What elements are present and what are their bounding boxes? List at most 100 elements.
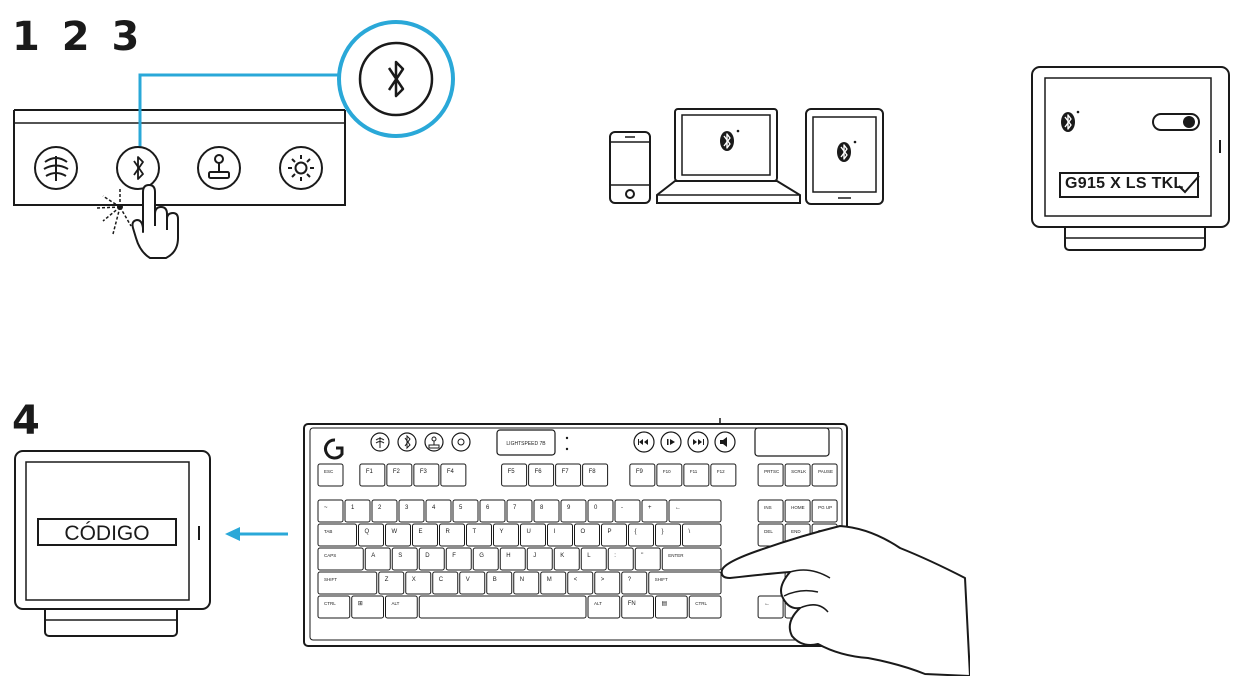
- bluetooth-toggle[interactable]: [1152, 113, 1200, 131]
- key-6[interactable]: [479, 499, 506, 523]
- key-1[interactable]: [344, 499, 371, 523]
- key-e[interactable]: [412, 523, 438, 547]
- bluetooth-button[interactable]: [116, 146, 160, 190]
- key-esc[interactable]: [317, 463, 344, 487]
- key-f12[interactable]: [710, 463, 737, 487]
- key-label: 3: [405, 505, 409, 511]
- key-home[interactable]: [784, 499, 811, 523]
- key-j[interactable]: [526, 547, 553, 571]
- key-y[interactable]: [493, 523, 519, 547]
- key-f[interactable]: [445, 547, 472, 571]
- key-alt[interactable]: [587, 595, 621, 619]
- key-n[interactable]: [513, 571, 540, 595]
- key-0[interactable]: [587, 499, 614, 523]
- key-symbol[interactable]: [668, 499, 722, 523]
- key-symbol[interactable]: [628, 523, 654, 547]
- key-symbol[interactable]: [655, 595, 688, 619]
- key-f2[interactable]: [386, 463, 413, 487]
- lightspeed-button[interactable]: [34, 146, 78, 190]
- game-mode-button[interactable]: [197, 146, 241, 190]
- code-box[interactable]: [37, 518, 177, 546]
- brightness-button[interactable]: [451, 432, 471, 452]
- key-r[interactable]: [439, 523, 465, 547]
- key-caps[interactable]: [317, 547, 364, 571]
- key-label: -: [621, 505, 623, 511]
- key-a[interactable]: [364, 547, 391, 571]
- key-q[interactable]: [358, 523, 384, 547]
- key-f11[interactable]: [683, 463, 710, 487]
- key-space[interactable]: [418, 595, 587, 619]
- key-z[interactable]: [378, 571, 405, 595]
- key-b[interactable]: [486, 571, 513, 595]
- volume-roller[interactable]: [754, 427, 830, 457]
- key-pgup[interactable]: [811, 499, 838, 523]
- key-label: J: [533, 553, 536, 559]
- key-f1[interactable]: [359, 463, 386, 487]
- key-9[interactable]: [560, 499, 587, 523]
- key-h[interactable]: [499, 547, 526, 571]
- key-f8[interactable]: [582, 463, 609, 487]
- key-s[interactable]: [391, 547, 418, 571]
- hand-pressing-keys-icon: [720, 525, 970, 676]
- key-ctrl[interactable]: [688, 595, 722, 619]
- key-symbol[interactable]: [682, 523, 722, 547]
- key-symbol[interactable]: [757, 595, 784, 619]
- key-label: 0: [594, 505, 598, 511]
- key-t[interactable]: [466, 523, 492, 547]
- key-symbol[interactable]: [621, 571, 648, 595]
- key-k[interactable]: [553, 547, 580, 571]
- key-label: <: [574, 577, 578, 583]
- key-v[interactable]: [459, 571, 486, 595]
- key-symbol[interactable]: [655, 523, 681, 547]
- key-symbol[interactable]: [317, 499, 344, 523]
- key-symbol[interactable]: [607, 547, 634, 571]
- key-4[interactable]: [425, 499, 452, 523]
- key-d[interactable]: [418, 547, 445, 571]
- key-symbol[interactable]: [634, 547, 661, 571]
- brightness-button[interactable]: [279, 146, 323, 190]
- key-o[interactable]: [574, 523, 600, 547]
- key-5[interactable]: [452, 499, 479, 523]
- key-u[interactable]: [520, 523, 546, 547]
- key-g[interactable]: [472, 547, 499, 571]
- key-symbol[interactable]: [567, 571, 594, 595]
- key-symbol[interactable]: [641, 499, 668, 523]
- lightspeed-icon: [43, 156, 69, 181]
- key-l[interactable]: [580, 547, 607, 571]
- key-2[interactable]: [371, 499, 398, 523]
- key-f7[interactable]: [555, 463, 582, 487]
- key-ctrl[interactable]: [317, 595, 351, 619]
- key-x[interactable]: [405, 571, 432, 595]
- key-m[interactable]: [540, 571, 567, 595]
- key-f10[interactable]: [656, 463, 683, 487]
- key-symbol[interactable]: [614, 499, 641, 523]
- key-f9[interactable]: [629, 463, 656, 487]
- key-f6[interactable]: [528, 463, 555, 487]
- key-i[interactable]: [547, 523, 573, 547]
- key-prtsc[interactable]: [757, 463, 784, 487]
- key-shift[interactable]: [317, 571, 378, 595]
- key-alt[interactable]: [385, 595, 418, 619]
- key-scrlk[interactable]: [784, 463, 811, 487]
- key-f3[interactable]: [413, 463, 440, 487]
- device-name-box[interactable]: [1059, 172, 1199, 198]
- key-f5[interactable]: [501, 463, 528, 487]
- key-8[interactable]: [533, 499, 560, 523]
- key-symbol[interactable]: [594, 571, 621, 595]
- key-label: ALT: [392, 601, 400, 606]
- key-c[interactable]: [432, 571, 459, 595]
- key-label: B: [493, 577, 497, 583]
- key-label: HOME: [791, 505, 805, 510]
- key-tab[interactable]: [317, 523, 357, 547]
- key-ins[interactable]: [757, 499, 784, 523]
- key-w[interactable]: [385, 523, 411, 547]
- key-symbol[interactable]: [351, 595, 384, 619]
- key-pause[interactable]: [811, 463, 838, 487]
- key-3[interactable]: [398, 499, 425, 523]
- key-enter[interactable]: [661, 547, 722, 571]
- key-p[interactable]: [601, 523, 627, 547]
- key-shift[interactable]: [648, 571, 722, 595]
- key-fn[interactable]: [621, 595, 654, 619]
- key-f4[interactable]: [440, 463, 467, 487]
- key-7[interactable]: [506, 499, 533, 523]
